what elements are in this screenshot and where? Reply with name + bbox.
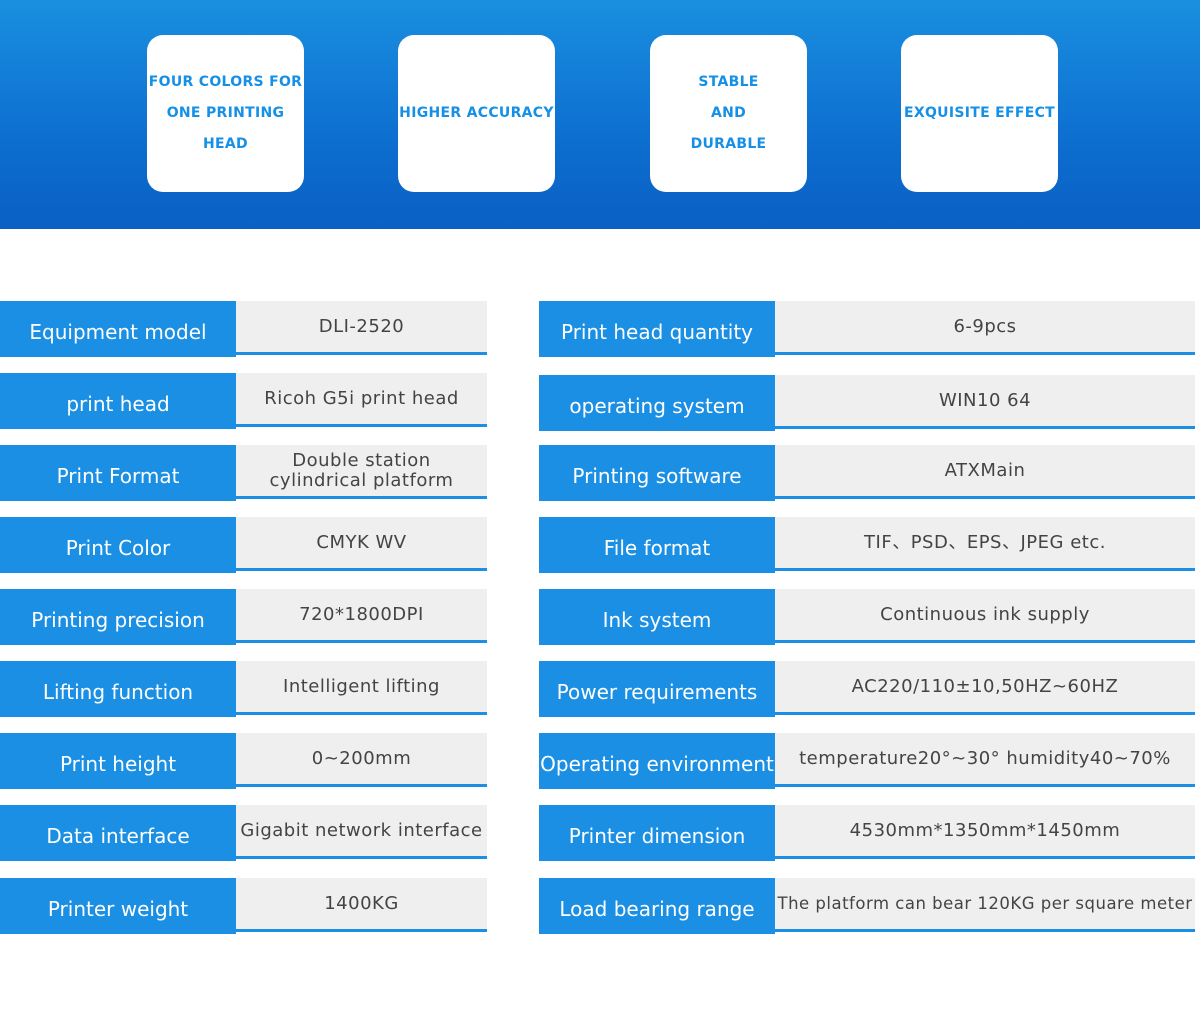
spec-label: Printer dimension bbox=[539, 805, 775, 861]
spec-label: Equipment model bbox=[0, 301, 236, 357]
spec-label: Lifting function bbox=[0, 661, 236, 717]
spec-value: AC220/110±10,50HZ~60HZ bbox=[775, 661, 1195, 715]
spec-label: Print head quantity bbox=[539, 301, 775, 357]
spec-label: print head bbox=[0, 373, 236, 429]
feature-label: EXQUISITE EFFECT bbox=[904, 105, 1055, 121]
spec-label: operating system bbox=[539, 375, 775, 431]
spec-label: Power requirements bbox=[539, 661, 775, 717]
spec-value: Intelligent lifting bbox=[236, 661, 487, 715]
spec-value: Gigabit network interface bbox=[236, 805, 487, 859]
spec-value: DLI-2520 bbox=[236, 301, 487, 355]
feature-card-higher-accuracy: HIGHER ACCURACY bbox=[398, 35, 555, 192]
spec-label: File format bbox=[539, 517, 775, 573]
spec-value: 720*1800DPI bbox=[236, 589, 487, 643]
spec-label: Printing precision bbox=[0, 589, 236, 645]
spec-label: Operating environment bbox=[539, 733, 775, 789]
spec-value: 4530mm*1350mm*1450mm bbox=[775, 805, 1195, 859]
spec-label: Ink system bbox=[539, 589, 775, 645]
spec-value: Ricoh G5i print head bbox=[236, 373, 487, 427]
spec-value: Double station cylindrical platform bbox=[236, 445, 487, 499]
feature-label: STABLE AND DURABLE bbox=[690, 74, 767, 152]
spec-value: ATXMain bbox=[775, 445, 1195, 499]
spec-label: Printer weight bbox=[0, 878, 236, 934]
spec-value: CMYK WV bbox=[236, 517, 487, 571]
feature-card-stable-durable: STABLE AND DURABLE bbox=[650, 35, 807, 192]
spec-value: WIN10 64 bbox=[775, 375, 1195, 429]
feature-banner: FOUR COLORS FOR ONE PRINTING HEAD HIGHER… bbox=[0, 0, 1200, 229]
feature-card-four-colors: FOUR COLORS FOR ONE PRINTING HEAD bbox=[147, 35, 304, 192]
spec-value: 0~200mm bbox=[236, 733, 487, 787]
spec-label: Print height bbox=[0, 733, 236, 789]
spec-value: Continuous ink supply bbox=[775, 589, 1195, 643]
spec-label: Load bearing range bbox=[539, 878, 775, 934]
feature-card-exquisite-effect: EXQUISITE EFFECT bbox=[901, 35, 1058, 192]
spec-value: The platform can bear 120KG per square m… bbox=[775, 878, 1195, 932]
feature-label: HIGHER ACCURACY bbox=[399, 105, 554, 121]
spec-label: Data interface bbox=[0, 805, 236, 861]
spec-value: temperature20°~30° humidity40~70% bbox=[775, 733, 1195, 787]
spec-label: Print Format bbox=[0, 445, 236, 501]
spec-label: Printing software bbox=[539, 445, 775, 501]
spec-label: Print Color bbox=[0, 517, 236, 573]
feature-label: FOUR COLORS FOR ONE PRINTING HEAD bbox=[148, 74, 303, 152]
spec-value: 1400KG bbox=[236, 878, 487, 932]
spec-value: TIF、PSD、EPS、JPEG etc. bbox=[775, 517, 1195, 571]
spec-value: 6-9pcs bbox=[775, 301, 1195, 355]
